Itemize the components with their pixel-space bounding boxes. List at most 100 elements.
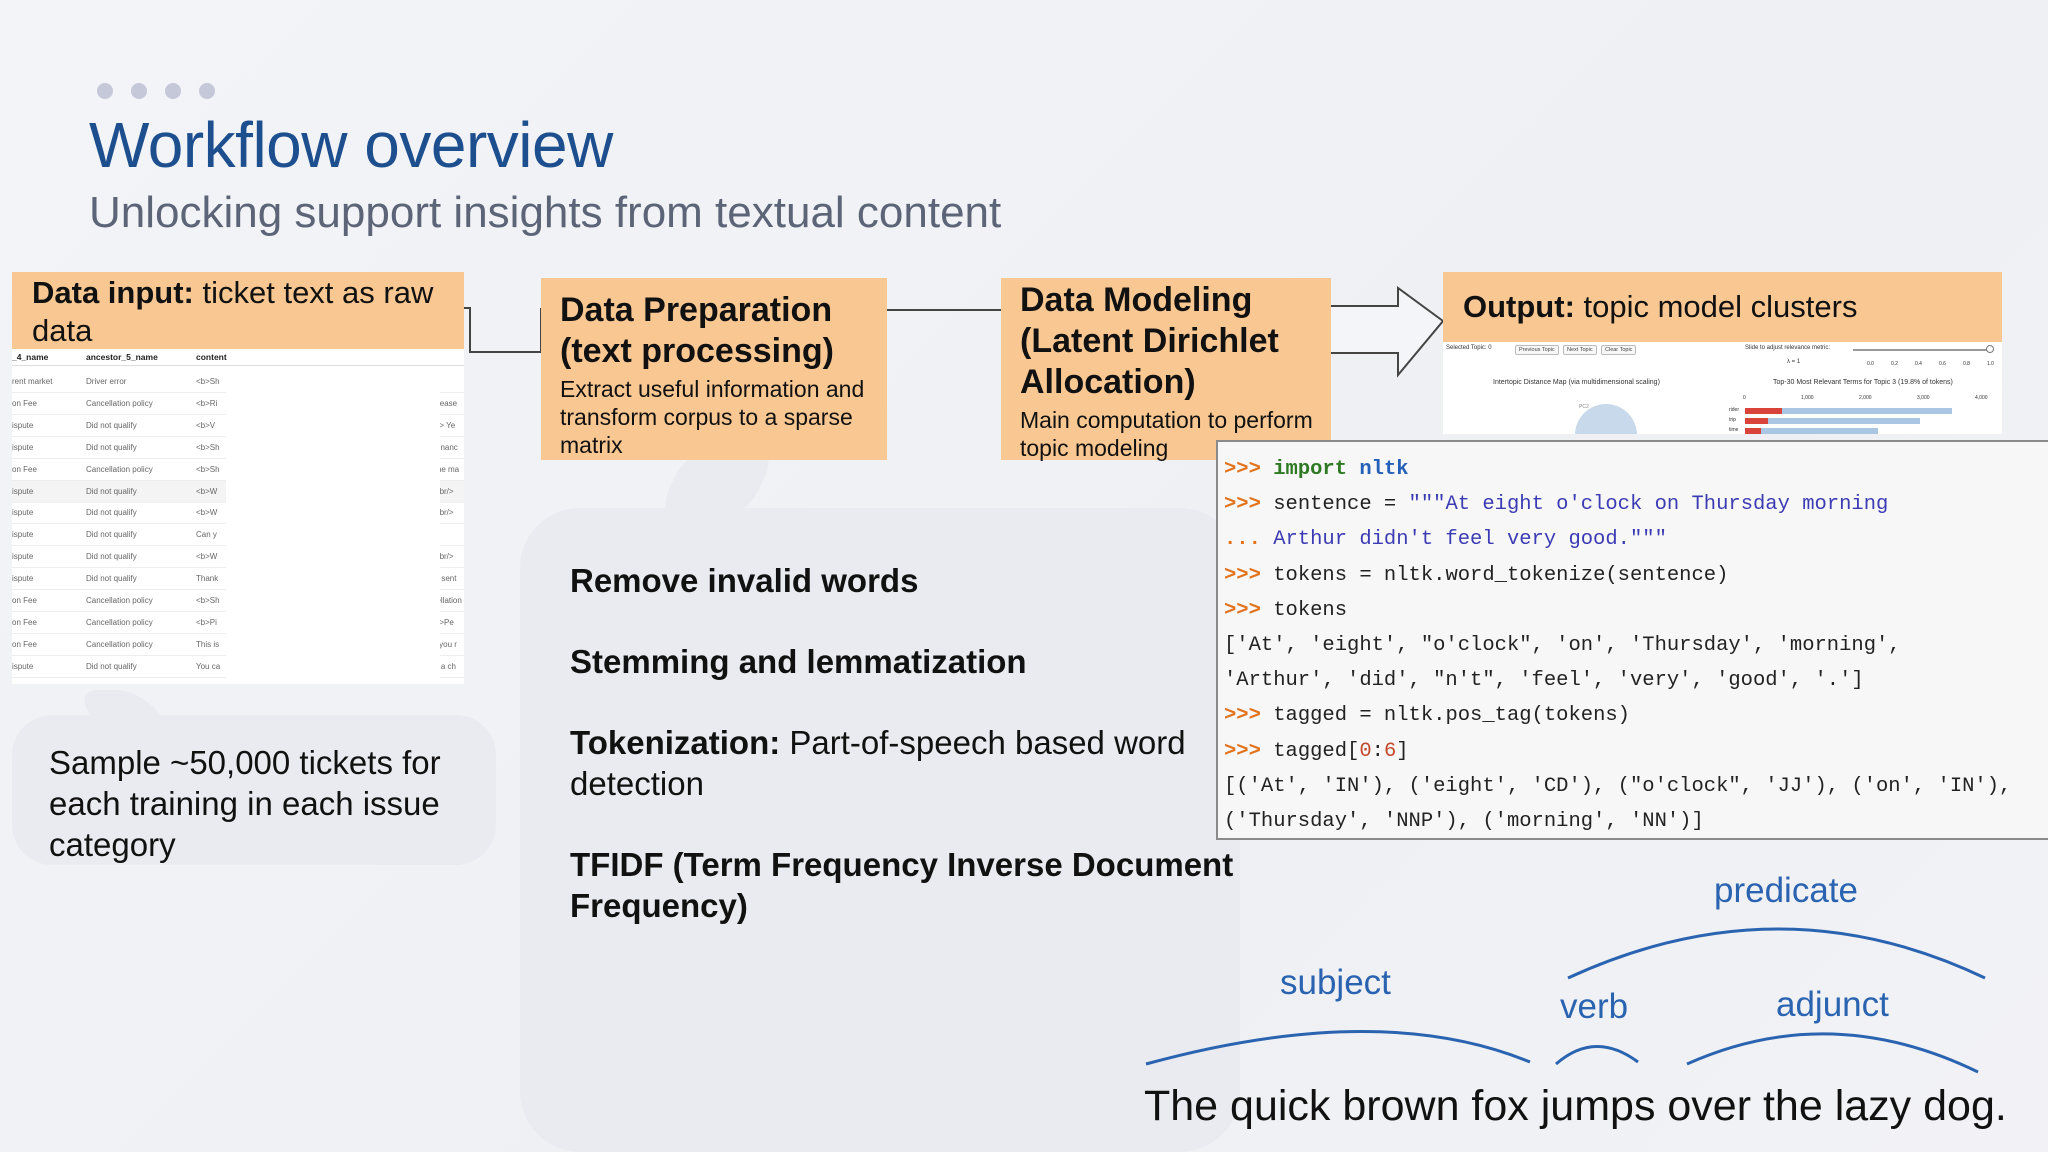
table-cell: <b>Sh	[196, 442, 220, 452]
table-cell: <b>Sh	[196, 596, 220, 605]
table-cell: ispute	[12, 486, 34, 496]
output-box: Output: topic model clusters	[1443, 272, 2002, 342]
sample-text: Sample ~50,000 tickets for each training…	[49, 744, 441, 863]
predicate-label: predicate	[1714, 871, 1858, 910]
code-line: ['At', 'eight', "o'clock", 'on', 'Thursd…	[1224, 633, 1901, 657]
example-sentence: The quick brown fox jumps over the lazy …	[1144, 1082, 2007, 1130]
table-cell: <b>W	[196, 552, 218, 562]
table-header-cell: ancestor_5_name	[86, 352, 158, 362]
table-header-cell: _4_name	[12, 352, 49, 362]
table-cell: Did not qualify	[86, 508, 137, 518]
step-title: Remove invalid words	[570, 562, 919, 599]
axis-tick-label: 2,000	[1859, 395, 1872, 401]
code-line: >>> tokens	[1224, 598, 1348, 622]
table-header-divider	[12, 365, 464, 366]
table-cell: <b>V	[196, 420, 216, 430]
table-cell: on Fee	[12, 639, 37, 649]
data-modeling-desc: Main computation to perform topic modeli…	[1020, 407, 1313, 461]
page-title: Workflow overview	[89, 109, 613, 181]
code-line: [('At', 'IN'), ('eight', 'CD'), ("o'cloc…	[1224, 774, 2012, 798]
lda-vis-screenshot: Selected Topic: 0 Previous Topic Next To…	[1443, 342, 2002, 434]
selected-topic-label: Selected Topic: 0	[1446, 345, 1492, 351]
table-cell: Did not qualify	[86, 420, 137, 430]
step-remove-invalid: Remove invalid words	[570, 560, 918, 601]
table-cell: <b>Sh	[196, 377, 220, 386]
data-input-label: Data input:	[32, 275, 194, 310]
data-input-box: Data input: ticket text as raw data	[12, 272, 464, 349]
pc2-label: PC2	[1579, 404, 1589, 410]
table-cell: <b>W	[196, 486, 218, 496]
table-cell: on Fee	[12, 617, 37, 627]
code-line: 'Arthur', 'did', "n't", 'feel', 'very', …	[1224, 669, 1864, 693]
term-total-bar[interactable]	[1745, 418, 1920, 424]
slider-tick-label: 0.0	[1867, 361, 1874, 367]
axis-tick-label: 4,000	[1975, 395, 1988, 401]
steps-callout	[520, 508, 1240, 1152]
table-cell: /><br/>	[428, 508, 454, 518]
code-line: ... Arthur didn't feel very good."""	[1224, 528, 1667, 552]
table-cell: Did not qualify	[86, 442, 137, 452]
page-subtitle: Unlocking support insights from textual …	[89, 188, 1002, 237]
term-total-bar[interactable]	[1745, 408, 1952, 414]
table-cell: Did not qualify	[86, 574, 137, 584]
nav-dot	[97, 83, 113, 99]
slider-tick-label: 0.4	[1915, 361, 1922, 367]
step-stemming: Stemming and lemmatization	[570, 641, 1027, 682]
table-overlay-blank	[226, 379, 440, 684]
term-label: trip	[1729, 417, 1736, 423]
step-desc: Part-of-speech based word	[780, 724, 1186, 761]
table-cell: Driver error	[86, 377, 127, 386]
table-cell: ispute	[12, 508, 34, 518]
table-cell: <b>Sh	[196, 464, 220, 474]
table-cell: Thank	[196, 574, 219, 584]
table-cell: r is a ch	[428, 661, 457, 671]
table-cell: You ca	[196, 661, 221, 671]
next-topic-button[interactable]: Next Topic	[1563, 345, 1597, 355]
term-topic-bar[interactable]	[1745, 408, 1782, 414]
table-cell: <b>W	[196, 508, 218, 518]
step-title: TFIDF (Term Frequency Inverse Document	[570, 846, 1234, 883]
term-label: rider	[1729, 407, 1740, 413]
term-topic-bar[interactable]	[1745, 418, 1768, 424]
code-line: >>> tagged = nltk.pos_tag(tokens)	[1224, 704, 1630, 728]
code-line: >>> tokens = nltk.word_tokenize(sentence…	[1224, 563, 1729, 587]
table-cell: <b>Pi	[196, 617, 217, 627]
data-modeling-box: Data Modeling (Latent Dirichlet Allocati…	[1001, 278, 1331, 461]
axis-tick-label: 1,000	[1801, 395, 1814, 401]
lambda-label: λ = 1	[1787, 359, 1801, 365]
table-cell: rent market	[12, 377, 53, 386]
sample-callout	[12, 715, 496, 865]
table-header-cell: content	[196, 352, 227, 362]
table-cell: Did not qualify	[86, 530, 137, 540]
term-topic-bar[interactable]	[1745, 428, 1762, 434]
output-text: topic model clusters	[1574, 289, 1858, 324]
code-line: >>> sentence = """At eight o'clock on Th…	[1224, 493, 1889, 517]
step-title: Frequency)	[570, 887, 748, 924]
term-total-bar[interactable]	[1745, 428, 1879, 434]
table-cell: Cancellation policy	[86, 639, 153, 649]
table-cell: </b> Ye	[428, 420, 456, 430]
data-input-text: ticket text as raw data	[32, 275, 434, 348]
code-line: >>> import nltk	[1224, 458, 1409, 481]
data-modeling-heading: Data Modeling (Latent Dirichlet Allocati…	[1020, 281, 1279, 401]
nav-dot	[131, 83, 147, 99]
table-cell: >/b>Pe	[428, 617, 454, 627]
table-cell: /><br/>	[428, 486, 454, 496]
previous-topic-button[interactable]: Previous Topic	[1515, 345, 1559, 355]
table-cell: Did not qualify	[86, 486, 137, 496]
subject-label: subject	[1280, 963, 1391, 1002]
clear-topic-button[interactable]: Clear Topic	[1601, 345, 1637, 355]
step-title: Stemming and lemmatization	[570, 643, 1027, 680]
relevance-slider[interactable]	[1853, 349, 1993, 351]
relevance-slider-label: Slide to adjust relevance metric:	[1745, 345, 1831, 351]
term-label: time	[1729, 427, 1739, 433]
table-cell: Did not qualify	[86, 552, 137, 562]
slider-tick-label: 0.6	[1939, 361, 1946, 367]
table-cell: at I sent	[428, 574, 457, 584]
relevance-slider-handle[interactable]	[1986, 345, 1994, 353]
table-cell: ispute	[12, 661, 34, 671]
slider-tick-label: 0.8	[1963, 361, 1970, 367]
